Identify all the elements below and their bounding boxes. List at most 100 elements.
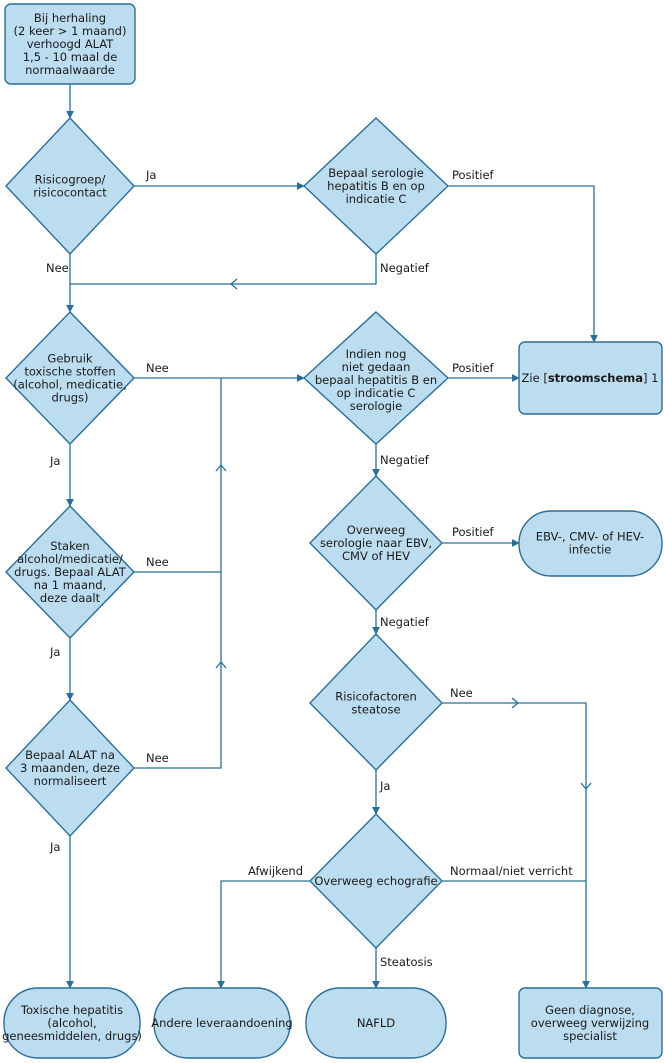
node-text-line: (2 keer > 1 maand) xyxy=(14,24,127,38)
node-start xyxy=(4,3,136,85)
node-text-line: EBV-, CMV- of HEV- xyxy=(536,530,644,544)
node-text-line: Staken xyxy=(50,539,89,553)
node-text-line: normaliseert xyxy=(34,774,107,788)
node-text-line: geneesmiddelen, drugs) xyxy=(2,1029,142,1043)
node-text-line: Risicofactoren xyxy=(335,690,417,704)
label-ebv-negatief: Negatief xyxy=(380,615,430,629)
label-serologie-negatief: Negatief xyxy=(380,261,430,275)
node-text-line: CMV of HEV xyxy=(342,549,410,563)
node-text-line: niet gedaan xyxy=(342,360,411,374)
node-text-line: Risicogroep/ xyxy=(35,173,106,187)
zie-prefix: Zie [ xyxy=(522,371,548,385)
node-text-line: hepatitis B en op xyxy=(327,179,425,193)
node-nafld xyxy=(305,987,447,1059)
stroomschema-link[interactable]: stroomschema xyxy=(548,371,643,385)
node-andere xyxy=(153,987,291,1059)
label-steatose-nee: Nee xyxy=(450,686,473,700)
node-text-line: Gebruik xyxy=(47,352,92,366)
edge-echo-andere xyxy=(217,880,310,989)
label-toxisch-ja: Ja xyxy=(49,454,60,468)
node-text-line: Bepaal ALAT na xyxy=(25,748,115,762)
chevron-right-icon xyxy=(511,697,520,709)
label-steatose-ja: Ja xyxy=(379,779,390,793)
label-serologie-positief: Positief xyxy=(452,168,495,182)
node-text-toxische-hepatitis: Toxische hepatitis(alcohol,geneesmiddele… xyxy=(2,1003,142,1043)
node-text-line: 1,5 - 10 maal de xyxy=(23,50,118,64)
node-text-line: drugs. Bepaal ALAT xyxy=(14,565,127,579)
node-text-line: infectie xyxy=(569,543,612,557)
label-risico-nee: Nee xyxy=(46,261,69,275)
zie-suffix: ] 1 xyxy=(643,371,658,385)
node-text-line: drugs) xyxy=(51,391,88,405)
node-text-line: Indien nog xyxy=(346,347,407,361)
node-geen xyxy=(518,987,663,1059)
node-text-andere: Andere leveraandoening xyxy=(151,1016,292,1030)
label-alat3-ja: Ja xyxy=(49,840,60,854)
edge-nee-rail xyxy=(134,378,222,573)
chevron-left-icon xyxy=(229,278,238,290)
node-text-line: na 1 maand, xyxy=(34,578,107,592)
label-alat3-nee: Nee xyxy=(146,751,169,765)
edge-steatose-geen xyxy=(442,702,590,989)
node-ebv-uitkomst xyxy=(518,510,663,577)
node-indien xyxy=(302,311,450,445)
zie-text[interactable]: Zie [stroomschema] 1 xyxy=(522,371,659,385)
node-serologie-bc xyxy=(302,117,450,255)
node-text-line: Toxische hepatitis xyxy=(20,1003,123,1017)
node-zie[interactable] xyxy=(518,341,663,415)
label-echo-afwijkend: Afwijkend xyxy=(248,864,303,878)
label-toxisch-nee: Nee xyxy=(146,361,169,375)
node-text-line: Geen diagnose, xyxy=(545,1003,635,1017)
node-steatose xyxy=(309,632,443,771)
node-text-line: overweeg verwijzing xyxy=(531,1016,649,1030)
label-echo-steatosis: Steatosis xyxy=(380,955,433,969)
node-echo xyxy=(309,813,443,949)
node-text-start: Bij herhaling(2 keer > 1 maand)verhoogd … xyxy=(14,11,127,77)
node-text-line: toxische stoffen xyxy=(24,365,115,379)
label-echo-normaal: Normaal/niet verricht xyxy=(450,864,573,878)
node-toxische-hepatitis xyxy=(3,987,141,1059)
node-ebv-vraag xyxy=(309,475,443,611)
chevron-down-icon xyxy=(580,782,592,791)
node-text-line: alcohol/medicatie/ xyxy=(17,552,123,566)
node-text-line: Bepaal serologie xyxy=(328,166,424,180)
node-text-line: (alcohol, xyxy=(47,1016,96,1030)
node-text-line: 3 maanden, deze xyxy=(20,761,120,775)
node-text-line: verhoogd ALAT xyxy=(27,37,115,51)
label-risico-ja: Ja xyxy=(145,168,156,182)
node-text-line: serologie naar EBV, xyxy=(320,536,432,550)
node-text-line: normaalwaarde xyxy=(25,63,115,77)
label-staken-ja: Ja xyxy=(49,645,60,659)
label-staken-nee: Nee xyxy=(146,555,169,569)
node-text-line: NAFLD xyxy=(357,1016,395,1030)
node-text-line: risicocontact xyxy=(33,186,107,200)
node-text-line: specialist xyxy=(563,1029,617,1043)
node-staken xyxy=(5,504,135,640)
node-text-line: Overweeg echografie xyxy=(314,874,437,888)
node-risico xyxy=(5,116,135,256)
chevron-up-icon xyxy=(215,660,227,669)
edge-alat3-rail xyxy=(134,572,222,769)
node-text-line: (alcohol, medicatie, xyxy=(13,378,127,392)
node-text-line: Overweeg xyxy=(347,523,406,537)
node-text-line: bepaal hepatitis B en xyxy=(315,373,437,387)
node-text-line: op indicatie C xyxy=(337,386,416,400)
node-text-line: deze daalt xyxy=(40,591,101,605)
node-alat3 xyxy=(5,698,135,838)
node-text-line: Bij herhaling xyxy=(34,11,106,25)
node-toxisch xyxy=(5,310,135,446)
edge-serologie-negatief xyxy=(70,254,377,285)
node-text-risico: Risicogroep/risicocontact xyxy=(33,173,107,200)
node-text-line: steatose xyxy=(351,703,400,717)
edge-serologie-zie xyxy=(448,185,598,343)
node-text-nafld: NAFLD xyxy=(357,1016,395,1030)
